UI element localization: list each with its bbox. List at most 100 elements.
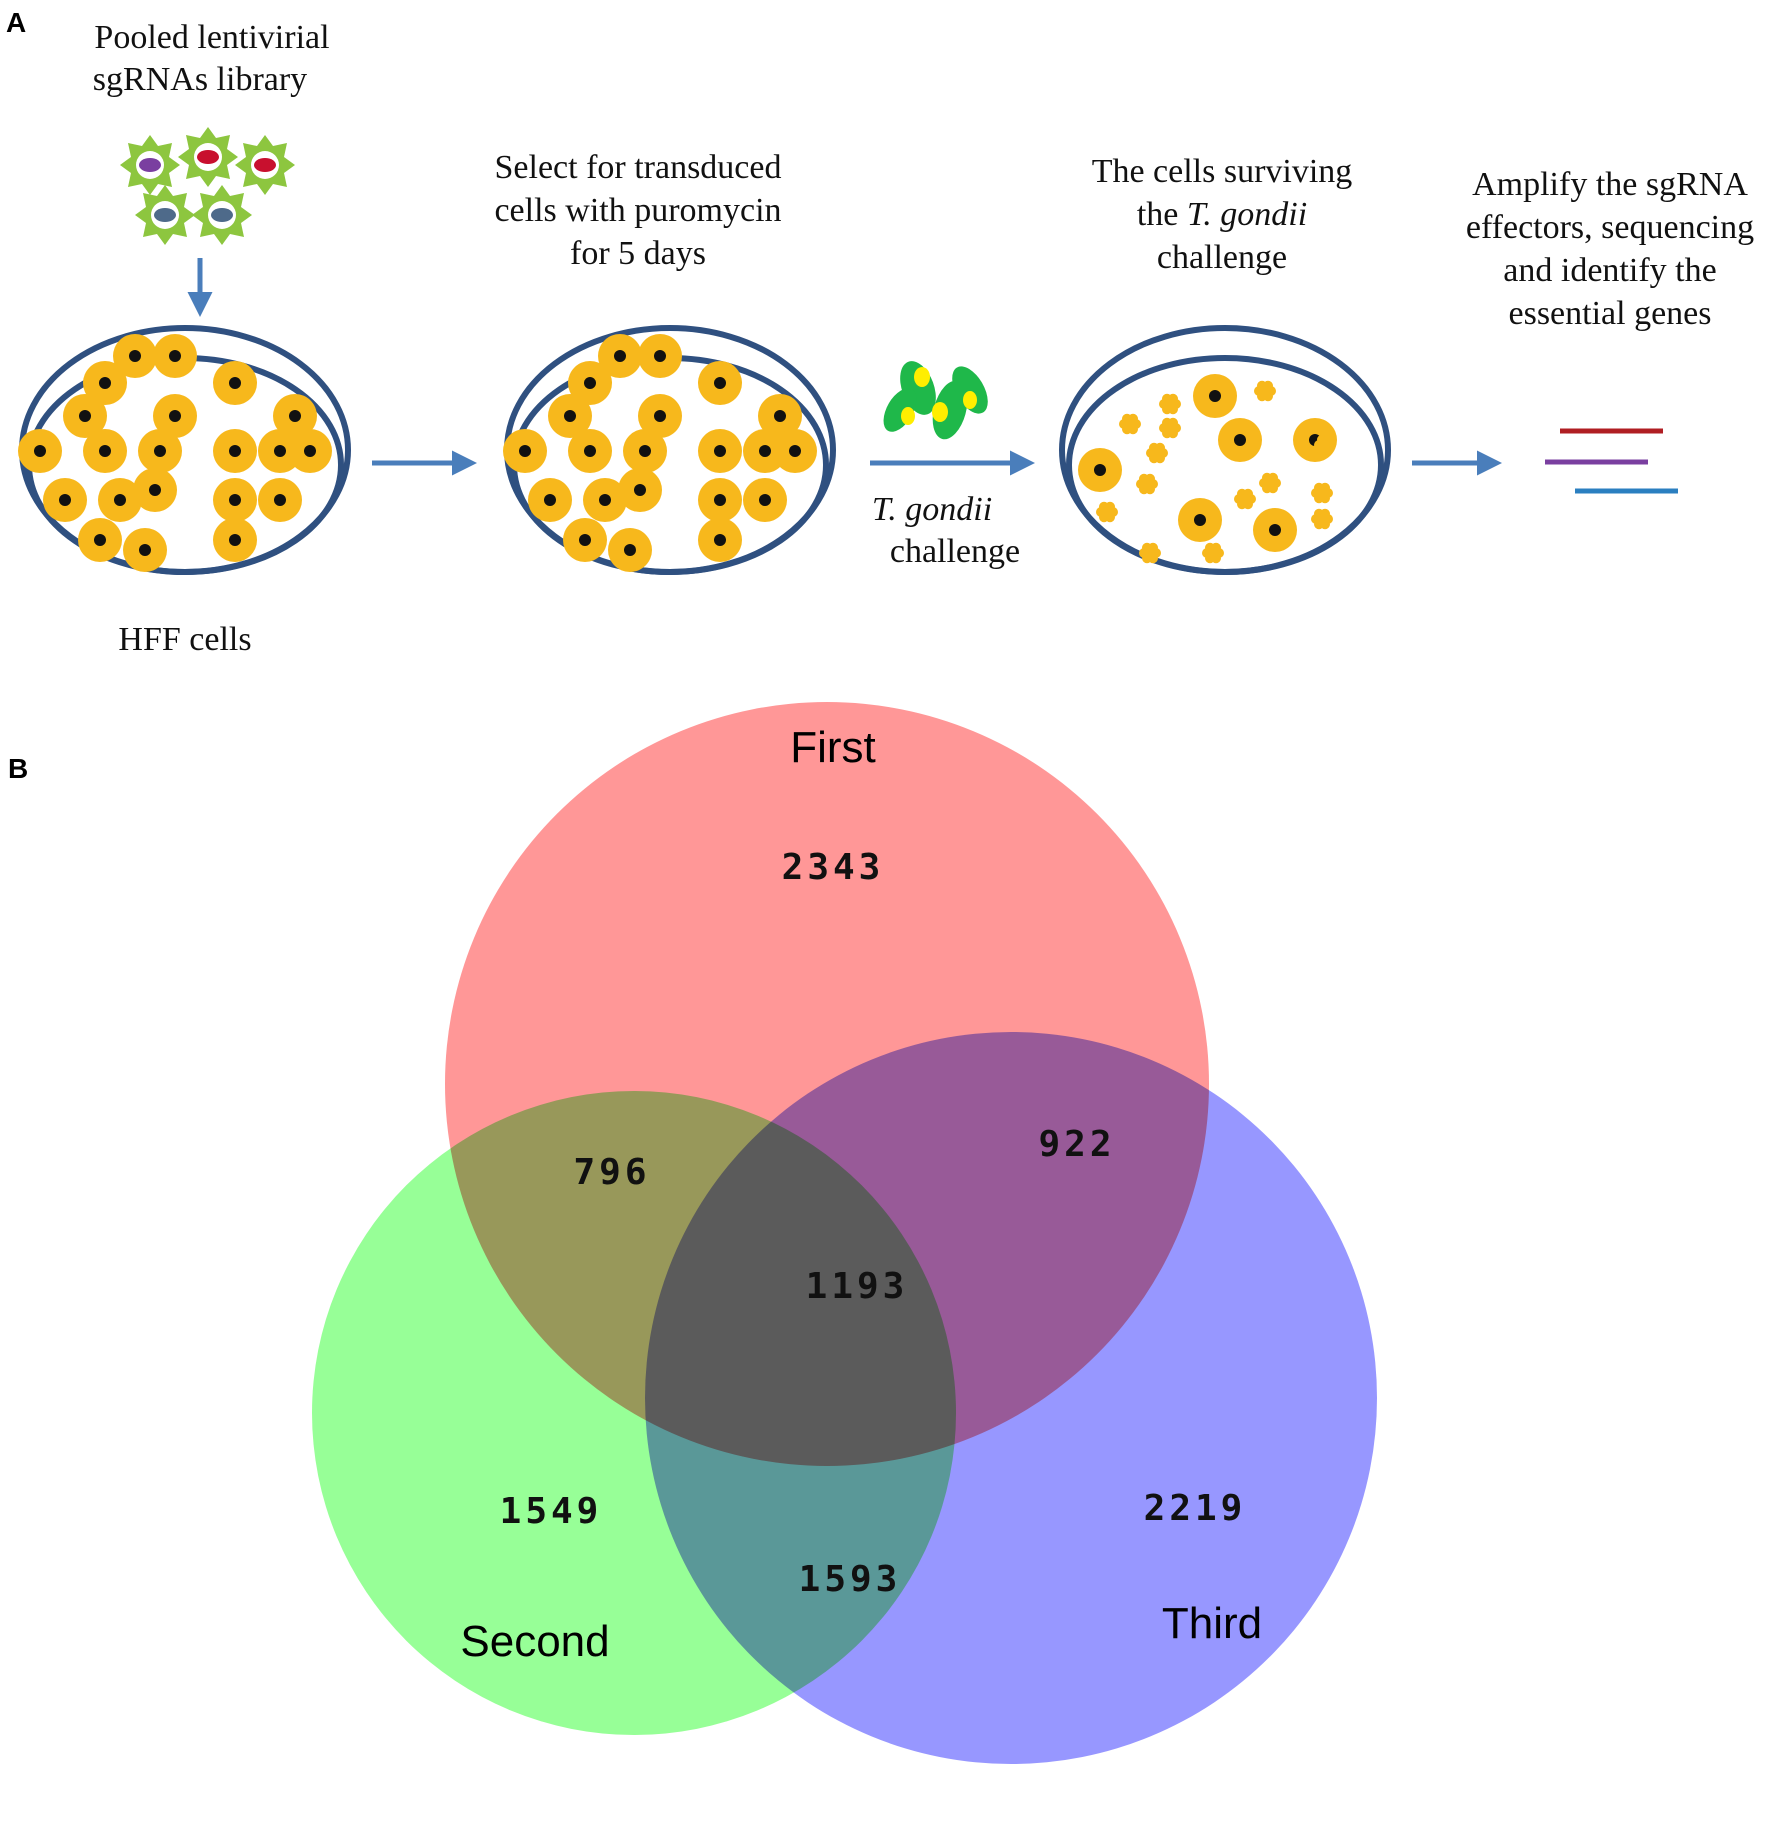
dead-cell-debris bbox=[1119, 413, 1141, 435]
challenge-label-line2: challenge bbox=[890, 533, 1020, 570]
host-cell bbox=[153, 394, 197, 438]
parasite-nucleus bbox=[932, 402, 948, 422]
host-cell bbox=[1078, 448, 1122, 492]
parasite-nucleus bbox=[914, 367, 930, 387]
venn-circle-third bbox=[645, 1032, 1377, 1764]
virus-particle bbox=[192, 185, 252, 245]
host-cell bbox=[583, 478, 627, 522]
amplify-label-line1: Amplify the sgRNA bbox=[1472, 166, 1748, 203]
dead-cell-debris bbox=[1139, 542, 1161, 564]
surviving-label-line1: The cells surviving bbox=[1092, 153, 1353, 190]
parasite-nucleus bbox=[963, 391, 977, 409]
host-cell bbox=[548, 394, 592, 438]
count-second-only: 1549 bbox=[500, 1491, 603, 1532]
venn-label-first: First bbox=[790, 723, 876, 772]
virus-particle bbox=[135, 185, 195, 245]
venn-label-second: Second bbox=[460, 1617, 609, 1666]
host-cell bbox=[123, 528, 167, 572]
amplify-label-line4: essential genes bbox=[1509, 295, 1712, 332]
dead-cell-debris bbox=[1159, 417, 1181, 439]
host-cell bbox=[568, 429, 612, 473]
dead-cell-debris bbox=[1259, 472, 1281, 494]
host-cell bbox=[113, 334, 157, 378]
host-cell bbox=[618, 468, 662, 512]
surviving-label-line2: the T. gondii bbox=[1137, 196, 1307, 233]
host-cell bbox=[43, 478, 87, 522]
count-first-third: 922 bbox=[1038, 1124, 1115, 1165]
count-second-third: 1593 bbox=[799, 1559, 902, 1600]
dish3-cells bbox=[1078, 374, 1337, 564]
host-cell bbox=[138, 429, 182, 473]
virus-particle bbox=[120, 135, 180, 195]
dead-cell-debris bbox=[1254, 380, 1276, 402]
count-third-only: 2219 bbox=[1144, 1488, 1247, 1529]
surviving-label-line3: challenge bbox=[1157, 239, 1287, 276]
host-cell bbox=[623, 429, 667, 473]
dead-cell-debris bbox=[1202, 542, 1224, 564]
host-cell bbox=[288, 429, 332, 473]
host-cell bbox=[18, 429, 62, 473]
host-cell bbox=[698, 478, 742, 522]
dead-cell-debris bbox=[1096, 501, 1118, 523]
parasite-cluster bbox=[883, 361, 988, 440]
panel-a-letter: A bbox=[6, 7, 26, 38]
count-all-three: 1193 bbox=[806, 1266, 909, 1307]
host-cell bbox=[98, 478, 142, 522]
surviving-label-line2-a: the bbox=[1137, 196, 1187, 233]
virus-particle bbox=[235, 135, 295, 195]
dish-transduced bbox=[503, 325, 836, 575]
dead-cell-debris bbox=[1311, 508, 1333, 530]
host-cell bbox=[213, 518, 257, 562]
host-cell bbox=[1178, 498, 1222, 542]
host-cell bbox=[698, 361, 742, 405]
host-cell bbox=[608, 528, 652, 572]
host-cell bbox=[153, 334, 197, 378]
host-cell bbox=[773, 429, 817, 473]
library-label-line2: sgRNAs library bbox=[93, 61, 307, 98]
host-cell bbox=[743, 478, 787, 522]
host-cell bbox=[1218, 418, 1262, 462]
count-first-only: 2343 bbox=[782, 847, 885, 888]
host-cell bbox=[63, 394, 107, 438]
host-cell bbox=[213, 429, 257, 473]
count-first-second: 796 bbox=[573, 1152, 650, 1193]
dead-cell-debris bbox=[1146, 442, 1168, 464]
hff-label: HFF cells bbox=[118, 621, 251, 658]
host-cell bbox=[563, 518, 607, 562]
host-cell bbox=[1193, 374, 1237, 418]
host-cell bbox=[503, 429, 547, 473]
dead-cell-debris bbox=[1136, 473, 1158, 495]
panel-a: A Pooled lentivirial sgRNAs library bbox=[6, 7, 1754, 658]
venn-label-third: Third bbox=[1162, 1599, 1262, 1648]
virus-particle bbox=[178, 127, 238, 187]
host-cell bbox=[528, 478, 572, 522]
select-label-line1: Select for transduced bbox=[495, 149, 782, 186]
host-cell bbox=[758, 394, 802, 438]
panel-b: B First Second Third 2343 796 922 1193 1… bbox=[8, 702, 1377, 1764]
host-cell bbox=[78, 518, 122, 562]
dead-cell-debris bbox=[1314, 434, 1336, 456]
host-cell bbox=[273, 394, 317, 438]
amplify-label-line3: and identify the bbox=[1503, 252, 1716, 289]
panel-b-letter: B bbox=[8, 753, 28, 784]
host-cell bbox=[83, 429, 127, 473]
host-cell bbox=[133, 468, 177, 512]
dish-surviving bbox=[1059, 325, 1391, 575]
host-cell bbox=[698, 429, 742, 473]
host-cell bbox=[258, 478, 302, 522]
venn-diagram bbox=[312, 702, 1377, 1764]
host-cell bbox=[83, 361, 127, 405]
parasite bbox=[952, 366, 988, 414]
host-cell bbox=[213, 361, 257, 405]
challenge-label-line1: T. gondii bbox=[872, 491, 992, 528]
dish2-cells bbox=[503, 334, 817, 572]
parasite-nucleus bbox=[901, 407, 915, 425]
library-label-line1: Pooled lentivirial bbox=[94, 19, 329, 56]
dead-cell-debris bbox=[1311, 482, 1333, 504]
virus-cluster bbox=[120, 127, 295, 245]
select-label-line3: for 5 days bbox=[570, 235, 706, 272]
dead-cell-debris bbox=[1159, 393, 1181, 415]
host-cell bbox=[638, 394, 682, 438]
host-cell bbox=[568, 361, 612, 405]
